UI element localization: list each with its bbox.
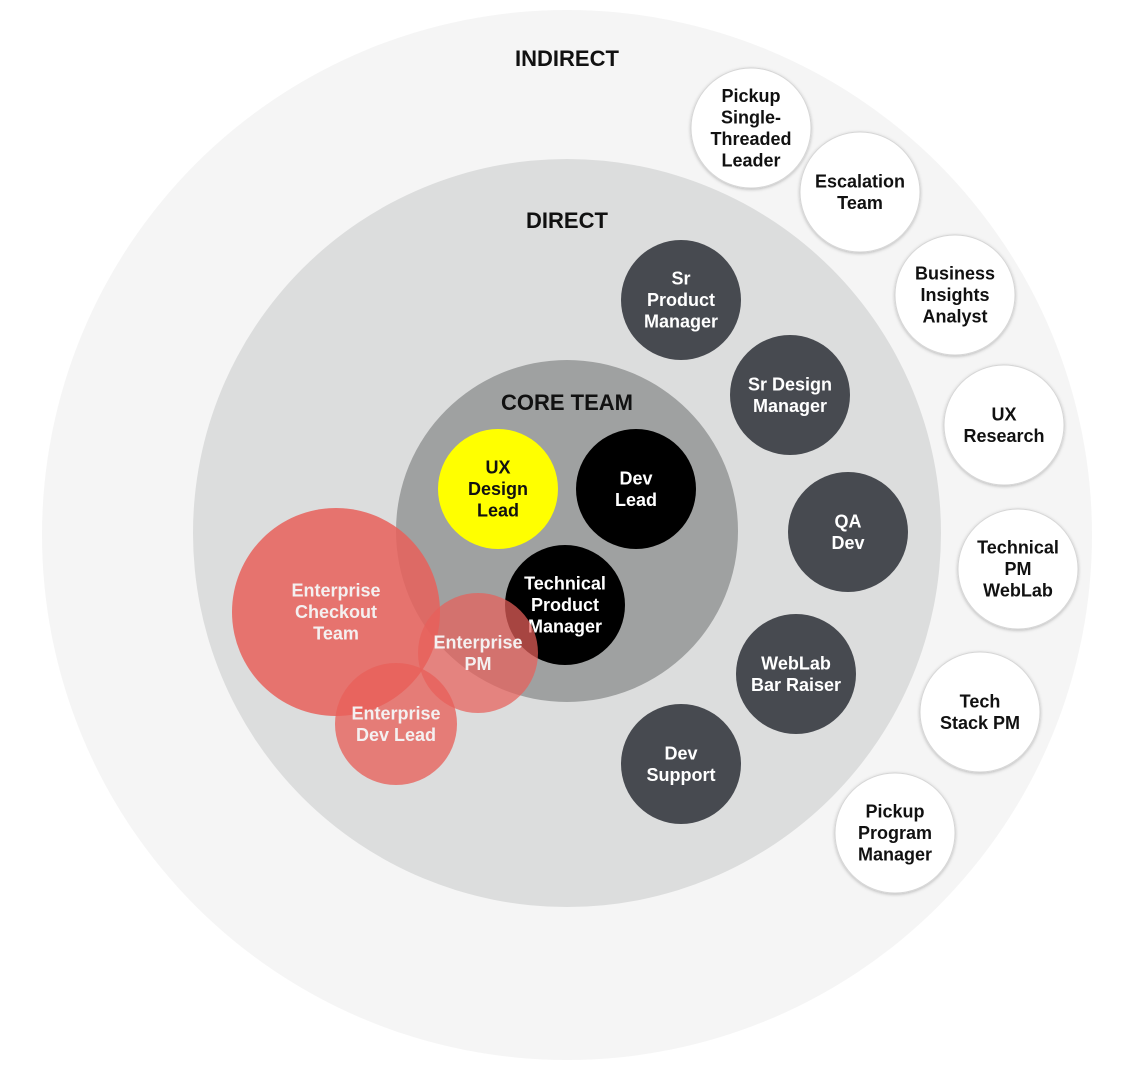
- node-label-line: Sr: [671, 269, 690, 289]
- node-label-line: Research: [963, 426, 1044, 446]
- node-label-line: Dev: [619, 468, 652, 488]
- node-label-line: WebLab: [983, 581, 1053, 601]
- node-label-line: PM: [465, 654, 492, 674]
- node-label-line: Business: [915, 264, 995, 284]
- node-label-line: Team: [313, 624, 359, 644]
- node-label-line: PM: [1005, 559, 1032, 579]
- node-label-line: Lead: [477, 501, 519, 521]
- node-label-line: WebLab: [761, 653, 831, 673]
- node-label-line: Manager: [858, 845, 932, 865]
- node-label-line: Analyst: [922, 307, 987, 327]
- indirect-ring-label: INDIRECT: [515, 46, 619, 71]
- node-label-line: Team: [837, 193, 883, 213]
- node-label-line: Sr Design: [748, 374, 832, 394]
- node-label-line: Product: [647, 290, 715, 310]
- node-label-line: Single-: [721, 107, 781, 127]
- node-label-line: UX: [991, 404, 1016, 424]
- node-label-line: Manager: [753, 396, 827, 416]
- node-label-line: Escalation: [815, 171, 905, 191]
- node-label-line: Product: [531, 595, 599, 615]
- node-label-line: Program: [858, 823, 932, 843]
- node-label-line: Tech: [960, 691, 1001, 711]
- node-label-line: Manager: [528, 617, 602, 637]
- node-label-line: Checkout: [295, 602, 377, 622]
- node-label-line: UX: [485, 458, 510, 478]
- node-label-line: Technical: [524, 574, 606, 594]
- node-label-line: Manager: [644, 312, 718, 332]
- core-team-ring-label: CORE TEAM: [501, 390, 633, 415]
- node-label-line: Leader: [721, 150, 780, 170]
- node-label-line: Pickup: [865, 802, 924, 822]
- node-label-line: Technical: [977, 538, 1059, 558]
- node-label-line: Enterprise: [351, 703, 440, 723]
- node-label-line: Threaded: [710, 129, 791, 149]
- node-label-line: Insights: [920, 285, 989, 305]
- node-label-line: Bar Raiser: [751, 675, 841, 695]
- node-label-line: QA: [835, 511, 862, 531]
- direct-ring-label: DIRECT: [526, 208, 608, 233]
- node-label-line: Support: [647, 765, 716, 785]
- node-label-line: Design: [468, 479, 528, 499]
- node-label-line: Enterprise: [433, 632, 522, 652]
- node-label-line: Dev: [831, 533, 864, 553]
- node-label-line: Pickup: [721, 86, 780, 106]
- node-label-line: Enterprise: [291, 581, 380, 601]
- node-label-line: Dev Lead: [356, 725, 436, 745]
- node-label-line: Stack PM: [940, 713, 1020, 733]
- node-label-line: Lead: [615, 490, 657, 510]
- node-label-line: Dev: [664, 743, 697, 763]
